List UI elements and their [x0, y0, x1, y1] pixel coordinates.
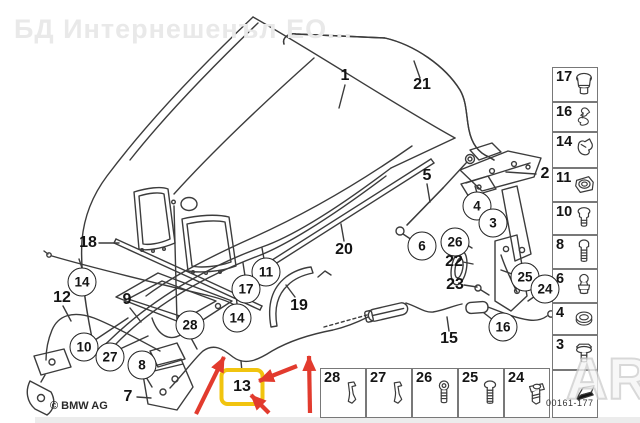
- watermark-corner-logo: AR: [565, 346, 640, 413]
- flange-nut-icon: [575, 311, 593, 326]
- part-box-number: 6: [556, 271, 565, 287]
- diagram-number-label: 00161-177: [546, 398, 594, 408]
- part-box-14: 14: [552, 132, 598, 168]
- part-box-number: 24: [508, 370, 525, 386]
- expansion-rivet-icon: [528, 383, 545, 405]
- part-box-3: 3: [552, 335, 598, 370]
- clip-b-icon: [577, 138, 593, 156]
- hinge-assembly-drawing: [450, 150, 542, 312]
- part-box-number: 17: [556, 69, 573, 85]
- part-box-number: 16: [556, 104, 573, 120]
- part-box-25: 25: [458, 368, 504, 418]
- part-box-11: 11: [552, 168, 598, 202]
- part-box-4: 4: [552, 303, 598, 335]
- z-clip-icon: [393, 381, 403, 404]
- dome-screw-icon: [483, 380, 497, 404]
- part-box-wedge: [552, 370, 598, 418]
- part-box-10: 10: [552, 202, 598, 235]
- hex-bolt-icon: [576, 343, 592, 363]
- part-box-number: 28: [324, 370, 341, 386]
- gas-strut-drawing: [395, 153, 476, 236]
- part-box-24: 24: [504, 368, 550, 418]
- ball-stud-icon: [577, 273, 591, 295]
- part-box-6: 6: [552, 269, 598, 303]
- bowden-cable-drawing: [169, 270, 562, 389]
- blind-rivet-icon: [577, 207, 591, 227]
- part-box-16: 16: [552, 102, 598, 132]
- z-clip-icon: [347, 381, 357, 404]
- part-box-number: 3: [556, 337, 565, 353]
- clip-a-icon: [577, 107, 591, 126]
- watermark-seller-name: БД Интернешенъл ЕО...: [14, 14, 353, 44]
- part-box-26: 26: [412, 368, 458, 418]
- hood-seal-rod-drawing: [282, 33, 502, 161]
- pan-screw-icon: [438, 380, 450, 404]
- part-box-27: 27: [366, 368, 412, 418]
- part-box-number: 10: [556, 204, 573, 220]
- part-box-number: 8: [556, 237, 565, 253]
- part-box-17: 17: [552, 67, 598, 102]
- cable-12-and-latch-drawing: [26, 313, 161, 416]
- part-box-number: 4: [556, 305, 565, 321]
- part-box-8: 8: [552, 235, 598, 269]
- part-box-number: 11: [556, 170, 572, 186]
- grommet-icon: [576, 72, 592, 95]
- part-box-number: 26: [416, 370, 433, 386]
- part-box-number: 27: [370, 370, 387, 386]
- part-box-number: 25: [462, 370, 479, 386]
- part-box-number: 14: [556, 134, 573, 150]
- part-box-28: 28: [320, 368, 366, 418]
- bmw-copyright-label: © BMW AG: [50, 400, 108, 412]
- wedge-icon: [576, 385, 595, 401]
- cage-nut-icon: [575, 176, 594, 193]
- socket-bolt-icon: [578, 239, 590, 262]
- bottom-edge-strip: [35, 417, 640, 423]
